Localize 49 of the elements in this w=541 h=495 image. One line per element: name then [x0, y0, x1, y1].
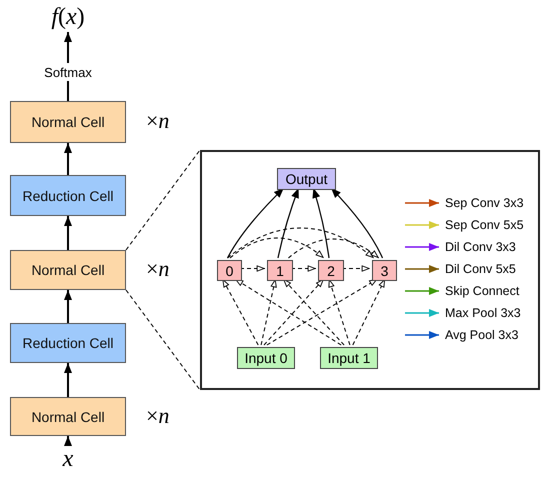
legend-label: Sep Conv 5x5 — [445, 216, 524, 234]
arrow — [230, 238, 324, 258]
repeat-count-label: ×n — [146, 110, 170, 132]
input-variable-label: x — [55, 446, 81, 472]
input-node-box: Input 0 — [237, 347, 295, 369]
legend-label: Skip Connect — [445, 282, 520, 300]
arrow — [352, 278, 386, 346]
arrow — [222, 278, 259, 346]
operation-node-box: 1 — [267, 260, 293, 281]
reduction-cell-box: Reduction Cell — [10, 175, 126, 216]
legend-label: Dil Conv 3x3 — [445, 238, 516, 256]
arrow — [312, 188, 330, 258]
normal-cell-box: Normal Cell — [10, 397, 126, 436]
legend-label: Avg Pool 3x3 — [445, 326, 518, 344]
legend-label: Sep Conv 3x3 — [445, 194, 524, 212]
repeat-count-label: ×n — [146, 258, 170, 280]
arrow — [328, 278, 350, 346]
zoom-line — [126, 150, 200, 250]
arrow — [288, 238, 380, 258]
arrow — [277, 188, 300, 258]
arrow — [64, 290, 72, 323]
normal-cell-box: Normal Cell — [10, 101, 126, 143]
arrow — [226, 188, 284, 258]
zoom-panel — [200, 150, 540, 390]
reduction-cell-box: Reduction Cell — [10, 323, 126, 363]
arrow — [227, 228, 374, 258]
arrow — [282, 278, 345, 346]
repeat-count-label: ×n — [146, 404, 170, 426]
normal-cell-box: Normal Cell — [10, 250, 126, 290]
operation-node-box: 3 — [372, 260, 397, 281]
arrow — [266, 278, 378, 346]
input-node-box: Input 1 — [320, 347, 378, 369]
output-node-box: Output — [277, 168, 336, 190]
operation-node-box: 0 — [217, 260, 242, 281]
legend-label: Max Pool 3x3 — [445, 304, 521, 322]
arrow — [64, 32, 72, 63]
legend-label: Dil Conv 5x5 — [445, 260, 516, 278]
operation-node-box: 2 — [318, 260, 344, 281]
arrow — [260, 278, 277, 346]
output-function-label: f(x) — [36, 2, 100, 32]
zoom-line — [126, 290, 200, 390]
arrow — [234, 278, 342, 346]
arrow — [64, 436, 72, 446]
arrow — [264, 278, 324, 346]
softmax-label: Softmax — [34, 63, 102, 81]
arrow — [64, 216, 72, 250]
arrow — [64, 363, 72, 397]
arrow — [64, 143, 72, 175]
arrow — [330, 188, 384, 258]
